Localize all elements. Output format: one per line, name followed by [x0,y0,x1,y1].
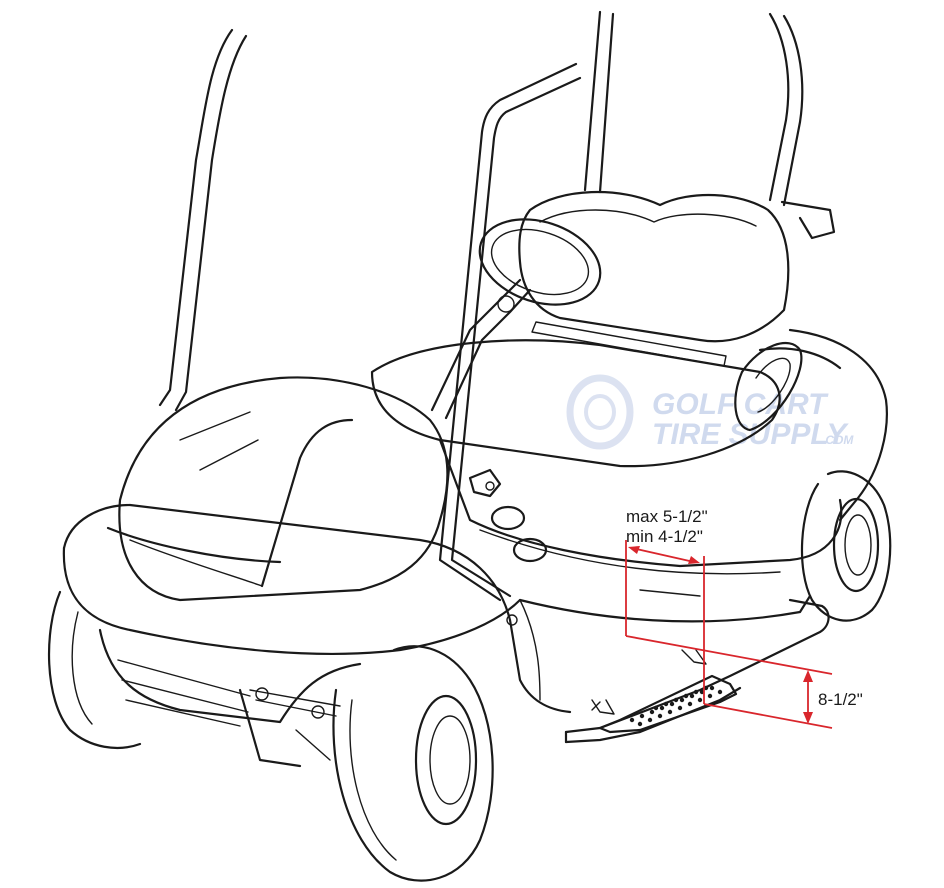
seat-and-body [370,328,888,623]
offset-arrow-line [631,547,695,563]
watermark-line2: TIRE SUPPLY [652,418,849,451]
step-height-label: 8-1/2" [818,690,863,709]
offset-arrow-head-right [688,556,700,564]
dimension-annotations: max 5-1/2" min 4-1/2" 8-1/2" [625,507,863,729]
height-arrow-head-bottom [803,712,813,724]
rear-right-wheel [800,470,892,622]
max-offset-label: max 5-1/2" [626,507,708,526]
offset-arrow-head-left [628,546,640,554]
undercarriage [249,687,341,761]
seat-back [518,191,790,367]
front-right-wheel [332,645,494,882]
front-left-wheel [47,590,142,750]
running-board-step [564,598,830,744]
height-arrow-head-top [803,670,813,682]
watermark-line1: GOLF CART [652,388,829,421]
height-top-line [625,635,833,675]
min-offset-label: min 4-1/2" [626,527,703,546]
step-plate-holes [629,685,723,727]
height-bottom-line [703,703,833,729]
roof-frame [158,10,836,602]
front-grille [98,628,362,768]
front-hood [62,376,572,714]
watermark: GOLF CART TIRE SUPPLY .COM [566,374,854,451]
steering-wheel [430,218,602,420]
watermark-suffix: .COM [822,433,854,447]
tire-logo-icon [566,374,634,450]
